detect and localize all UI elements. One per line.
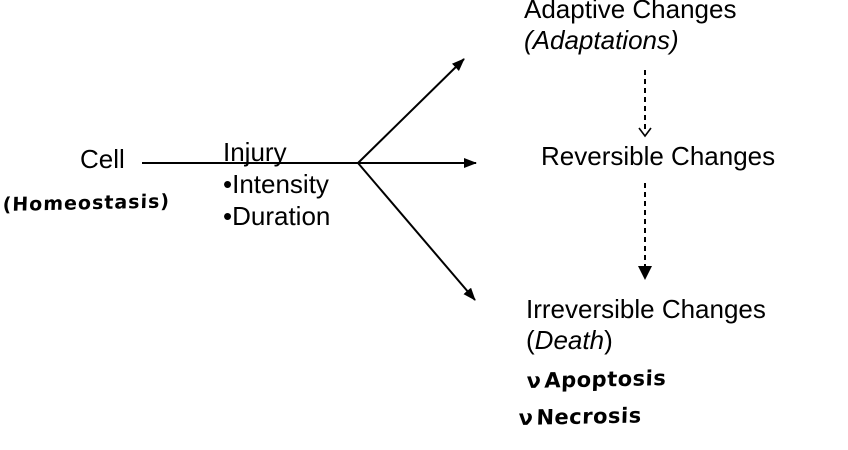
injury-factor-duration: •Duration	[223, 201, 331, 231]
reversible-changes-title: Reversible Changes	[541, 141, 776, 171]
injury-label: Injury	[223, 137, 287, 167]
arrow-to-adaptive-changes	[357, 58, 465, 164]
homeostasis-annotation: (Homeostasis)	[2, 190, 171, 217]
handwritten-bullet-icon: ν	[526, 368, 542, 394]
cell-label: Cell	[80, 144, 125, 174]
dashed-arrow-open-head-icon	[638, 127, 652, 138]
note-necrosis-label: Necrosis	[536, 403, 643, 430]
dashed-arrow-filled-head-icon	[638, 266, 652, 280]
death-paren-close: )	[604, 325, 613, 355]
irreversible-changes-title: Irreversible Changes	[526, 294, 766, 324]
death-paren-open: (	[526, 325, 535, 355]
irreversible-changes-subtitle: (Death)	[526, 325, 766, 356]
adaptive-changes-node: Adaptive Changes (Adaptations)	[524, 0, 736, 56]
death-label: Death	[534, 325, 605, 355]
adaptive-changes-title: Adaptive Changes	[524, 0, 737, 24]
injury-node: Injury •Intensity •Duration	[223, 136, 330, 232]
injury-factor-intensity: •Intensity	[223, 169, 329, 199]
adaptive-changes-subtitle: (Adaptations)	[524, 25, 679, 55]
irreversible-changes-node: Irreversible Changes (Death)	[526, 294, 766, 356]
arrow-to-irreversible-changes	[357, 162, 476, 301]
note-apoptosis-label: Apoptosis	[544, 366, 667, 393]
handwritten-bullet-icon: ν	[518, 405, 534, 431]
